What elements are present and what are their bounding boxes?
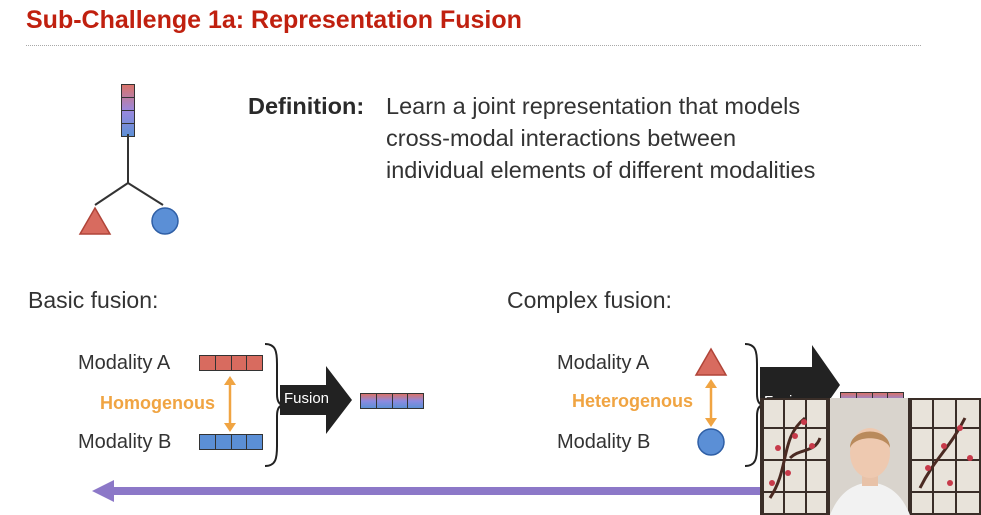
complex-modality-a-label: Modality A bbox=[557, 352, 650, 374]
fusion-tree-diagram bbox=[75, 84, 185, 239]
title-divider bbox=[26, 45, 921, 46]
basic-fusion-arrow: Fusion bbox=[280, 366, 352, 434]
basic-modality-b-label: Modality B bbox=[78, 431, 172, 453]
heterogenous-double-arrow-icon bbox=[705, 379, 717, 427]
heterogenous-label: Heterogenous bbox=[572, 391, 694, 411]
complex-modality-b-label: Modality B bbox=[557, 431, 651, 453]
tree-connector-lines bbox=[94, 134, 164, 206]
slide-title: Sub-Challenge 1a: Representation Fusion bbox=[26, 6, 522, 34]
basic-fusion-label: Fusion bbox=[284, 390, 330, 407]
homogenous-label: Homogenous bbox=[100, 393, 215, 413]
homogenous-double-arrow-icon bbox=[224, 376, 236, 432]
circle-icon bbox=[151, 207, 179, 235]
definition-label: Definition: bbox=[248, 93, 365, 119]
basic-modality-b-vector bbox=[199, 434, 263, 450]
presenter-video-frame bbox=[760, 398, 981, 515]
left-arrow-icon bbox=[92, 480, 772, 502]
right-arrow-icon bbox=[280, 366, 352, 434]
definition-line-3: individual elements of different modalit… bbox=[386, 157, 816, 183]
complex-fusion-title: Complex fusion: bbox=[507, 287, 672, 313]
basic-fusion-title: Basic fusion: bbox=[28, 287, 159, 313]
definition-line-1: Learn a joint representation that models bbox=[386, 93, 801, 119]
basic-fused-vector bbox=[360, 393, 424, 409]
presenter-webcam bbox=[760, 398, 981, 515]
definition-line-2: cross-modal interactions between bbox=[386, 125, 737, 151]
triangle-icon bbox=[694, 347, 728, 376]
basic-modality-a-label: Modality A bbox=[78, 352, 171, 374]
basic-modality-a-vector bbox=[199, 355, 263, 371]
triangle-icon bbox=[78, 206, 112, 235]
circle-icon bbox=[697, 428, 725, 456]
